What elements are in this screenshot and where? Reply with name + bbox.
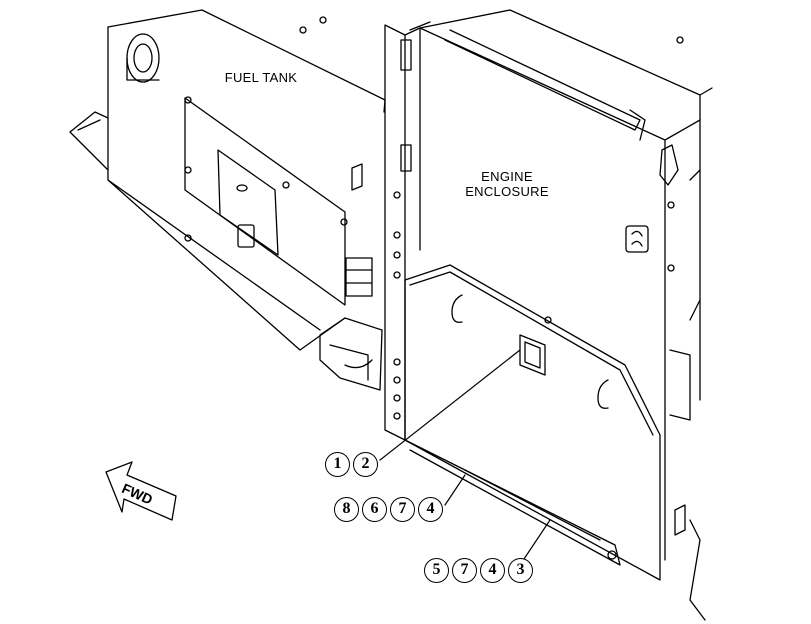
engine-label-line1: ENGINE: [481, 169, 533, 184]
leader-lines: [379, 349, 551, 566]
callout-2: 2: [353, 452, 378, 477]
frame-post: [351, 24, 421, 441]
callout-3: 3: [508, 558, 533, 583]
callout-7: 7: [390, 497, 415, 522]
callout-6: 6: [362, 497, 387, 522]
engine-label-line2: ENCLOSURE: [465, 184, 549, 199]
fuel-tank-outline: [69, 9, 386, 391]
fuel-tank-label: FUEL TANK: [224, 70, 298, 85]
callout-8: 8: [334, 497, 359, 522]
callout-7b: 7: [452, 558, 477, 583]
door-panel: [404, 264, 661, 581]
forward-arrow-icon: [105, 461, 177, 521]
callout-1: 1: [325, 452, 350, 477]
engine-enclosure-label: ENGINE ENCLOSURE: [455, 169, 559, 199]
callout-4: 4: [418, 497, 443, 522]
engine-enclosure-panel: [409, 9, 713, 621]
callout-4b: 4: [480, 558, 505, 583]
callout-5: 5: [424, 558, 449, 583]
